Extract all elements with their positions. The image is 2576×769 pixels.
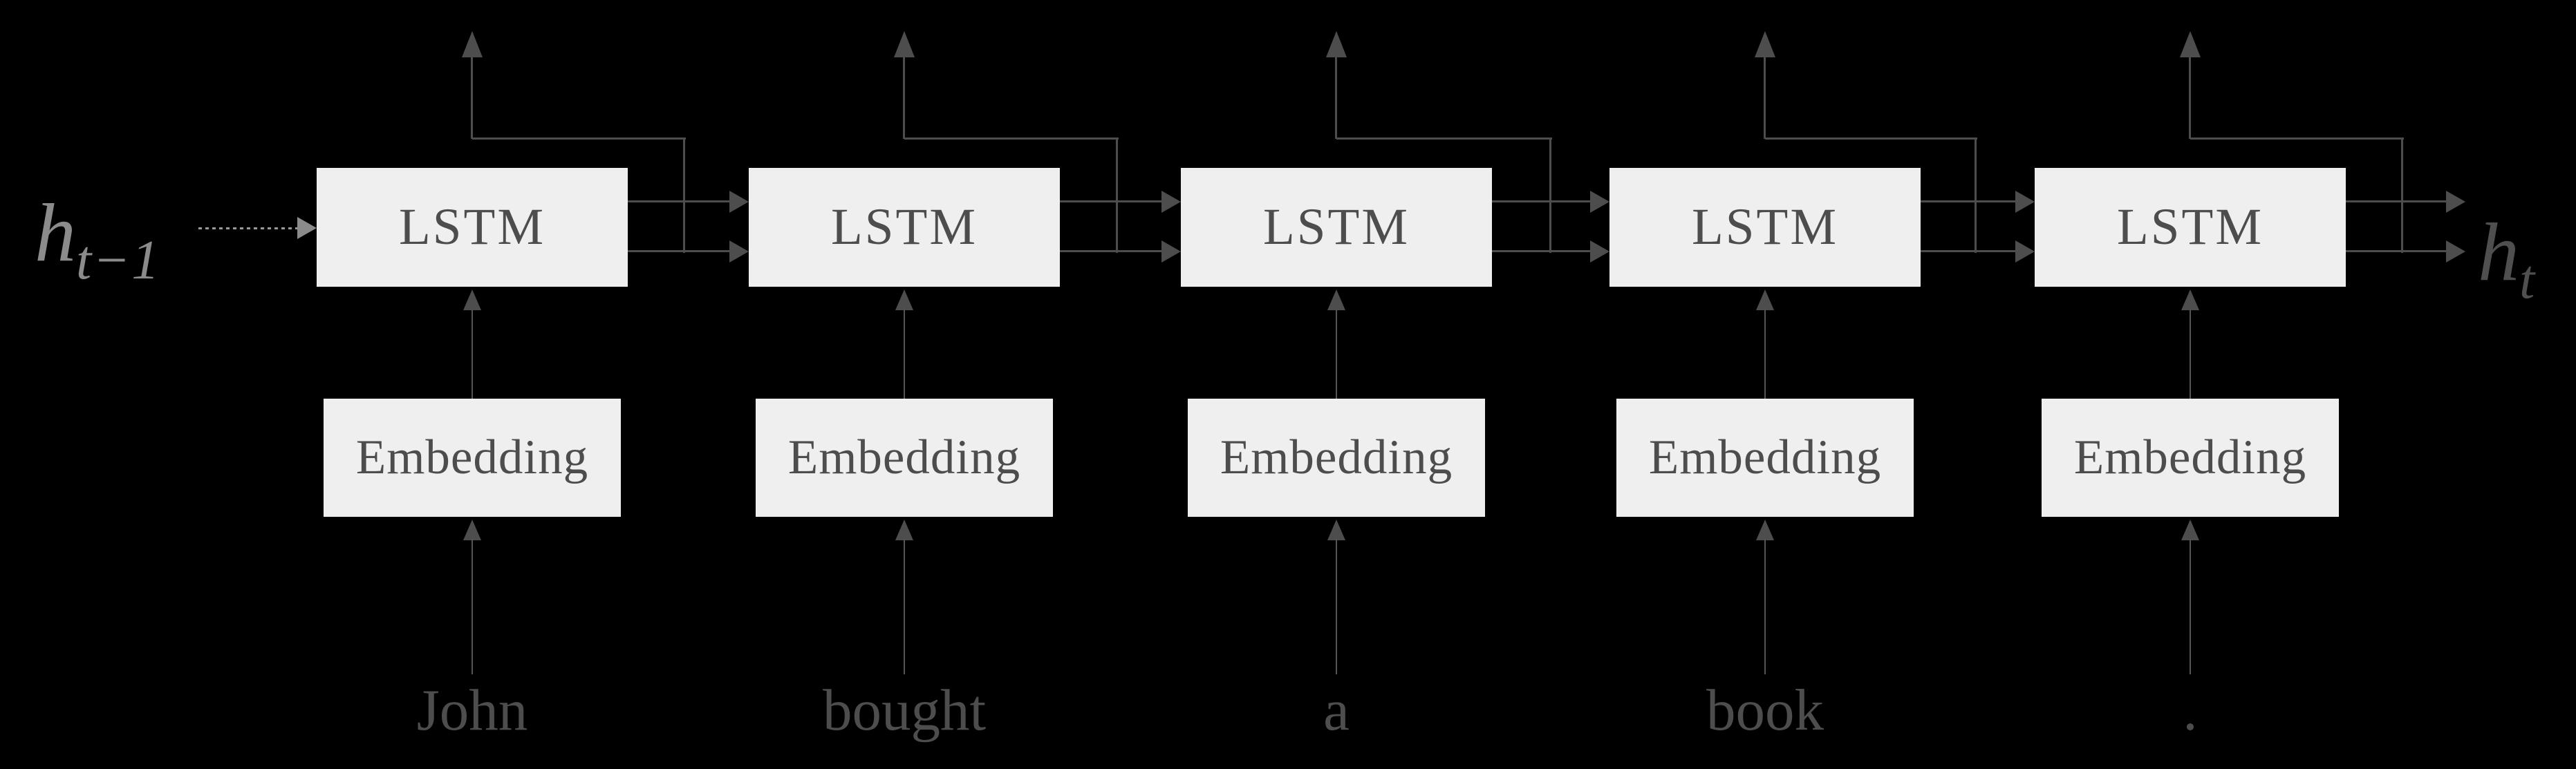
word-to-embedding-arrowhead-1 — [463, 520, 481, 540]
top-output-arrowhead-5 — [2180, 31, 2201, 57]
current-hidden-subscript: t — [2519, 249, 2537, 310]
embedding-to-lstm-arrowhead-2 — [895, 289, 913, 310]
lstm-box-3: LSTM — [1181, 168, 1492, 287]
hidden-state-arrowhead-3 — [1590, 240, 1609, 263]
hidden-state-arrowhead-1 — [729, 240, 749, 263]
embedding-label-1: Embedding — [355, 430, 589, 484]
prev-hidden-base: h — [35, 187, 76, 278]
input-word-3: a — [1323, 678, 1350, 743]
word-to-embedding-arrowhead-2 — [895, 520, 913, 540]
cell-state-arrowhead-3 — [1590, 191, 1609, 213]
word-to-embedding-line-4 — [1764, 539, 1766, 674]
word-to-embedding-line-2 — [904, 539, 905, 674]
output-branch-vertical-1 — [683, 137, 685, 253]
word-to-embedding-arrowhead-4 — [1756, 520, 1774, 540]
input-word-1: John — [416, 678, 528, 743]
hidden-state-line-1 — [628, 250, 729, 252]
embedding-label-4: Embedding — [1648, 430, 1882, 484]
embedding-to-lstm-line-1 — [472, 309, 473, 399]
lstm-box-4: LSTM — [1609, 168, 1921, 287]
lstm-box-1: LSTM — [317, 168, 628, 287]
top-output-arrowhead-2 — [894, 31, 915, 57]
cell-state-arrowhead-2 — [1161, 191, 1181, 213]
input-word-2: bought — [822, 678, 987, 743]
cell-state-arrowhead-4 — [2015, 191, 2035, 213]
output-branch-horizontal-4 — [1765, 137, 1977, 140]
output-branch-vertical-5 — [2401, 137, 2403, 253]
lstm-label-2: LSTM — [830, 198, 978, 256]
hidden-state-arrowhead-2 — [1161, 240, 1181, 263]
lstm-box-5: LSTM — [2035, 168, 2346, 287]
input-word-5: . — [2183, 678, 2198, 743]
cell-state-arrowhead-5 — [2446, 191, 2465, 213]
cell-state-line-1 — [628, 200, 729, 202]
lstm-label-4: LSTM — [1691, 198, 1839, 256]
output-branch-vertical-3 — [1549, 137, 1551, 253]
lstm-label-5: LSTM — [2116, 198, 2264, 256]
output-branch-horizontal-3 — [1336, 137, 1552, 140]
prev-hidden-state-label: ht−1 — [35, 191, 160, 292]
embedding-to-lstm-line-4 — [1764, 309, 1766, 399]
hidden-state-line-4 — [1921, 250, 2015, 252]
cell-state-line-2 — [1060, 200, 1161, 202]
output-branch-vertical-2 — [1116, 137, 1118, 253]
hidden-state-arrowhead-5 — [2446, 240, 2465, 263]
output-branch-vertical-4 — [1975, 137, 1977, 253]
word-to-embedding-line-5 — [2190, 539, 2191, 674]
embedding-to-lstm-arrowhead-4 — [1756, 289, 1774, 310]
embedding-label-3: Embedding — [1220, 430, 1453, 484]
cell-state-arrowhead-1 — [729, 191, 749, 213]
top-output-line-2 — [903, 56, 905, 139]
embedding-box-4: Embedding — [1616, 399, 1914, 517]
prev-hidden-arrowhead — [297, 217, 317, 239]
output-branch-horizontal-1 — [472, 137, 686, 140]
output-branch-horizontal-2 — [904, 137, 1119, 140]
embedding-label-2: Embedding — [787, 430, 1021, 484]
cell-state-line-5 — [2346, 200, 2446, 202]
hidden-state-arrowhead-4 — [2015, 240, 2035, 263]
embedding-to-lstm-arrowhead-3 — [1327, 289, 1345, 310]
hidden-state-line-2 — [1060, 250, 1161, 252]
top-output-line-1 — [471, 56, 473, 139]
word-to-embedding-line-1 — [472, 539, 473, 674]
prev-hidden-dotted-line — [198, 227, 299, 229]
current-hidden-state-label: ht — [2478, 211, 2536, 311]
lstm-label-3: LSTM — [1262, 198, 1410, 256]
embedding-box-1: Embedding — [324, 399, 621, 517]
hidden-state-line-3 — [1492, 250, 1590, 252]
top-output-line-4 — [1764, 56, 1766, 139]
embedding-box-3: Embedding — [1188, 399, 1485, 517]
lstm-box-2: LSTM — [749, 168, 1060, 287]
word-to-embedding-arrowhead-5 — [2181, 520, 2199, 540]
input-word-4: book — [1706, 678, 1824, 743]
top-output-arrowhead-4 — [1755, 31, 1775, 57]
word-to-embedding-arrowhead-3 — [1327, 520, 1345, 540]
embedding-to-lstm-arrowhead-5 — [2181, 289, 2199, 310]
embedding-box-5: Embedding — [2042, 399, 2339, 517]
current-hidden-base: h — [2478, 206, 2519, 298]
prev-hidden-subscript: t−1 — [76, 230, 161, 291]
top-output-line-5 — [2189, 56, 2191, 139]
embedding-to-lstm-arrowhead-1 — [463, 289, 481, 310]
embedding-box-2: Embedding — [756, 399, 1053, 517]
cell-state-line-4 — [1921, 200, 2015, 202]
word-to-embedding-line-3 — [1336, 539, 1337, 674]
top-output-arrowhead-1 — [462, 31, 483, 57]
top-output-line-3 — [1335, 56, 1337, 139]
top-output-arrowhead-3 — [1326, 31, 1347, 57]
lstm-label-1: LSTM — [398, 198, 546, 256]
embedding-to-lstm-line-3 — [1336, 309, 1337, 399]
embedding-to-lstm-line-2 — [904, 309, 905, 399]
embedding-label-5: Embedding — [2073, 430, 2307, 484]
output-branch-horizontal-5 — [2190, 137, 2404, 140]
hidden-state-line-5 — [2346, 250, 2446, 252]
embedding-to-lstm-line-5 — [2190, 309, 2191, 399]
cell-state-line-3 — [1492, 200, 1590, 202]
